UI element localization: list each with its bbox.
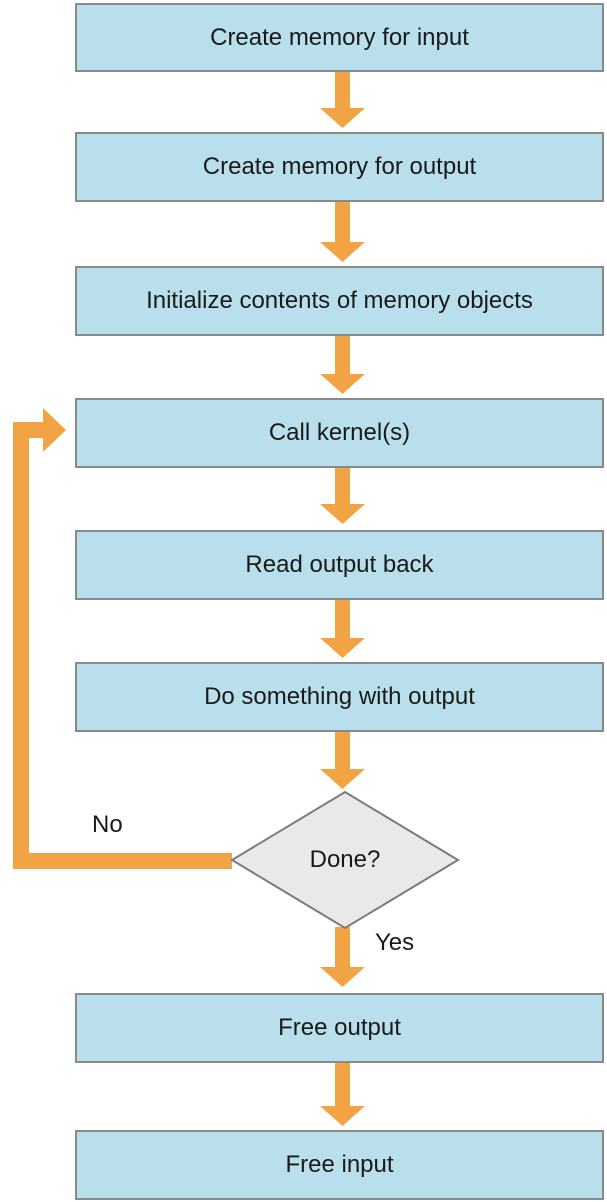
branch-label-no: No <box>92 811 123 838</box>
arrow-down-icon <box>320 72 365 128</box>
decision-label: Done? <box>230 790 460 930</box>
flow-step-label: Initialize contents of memory objects <box>146 287 533 314</box>
arrow-down-icon <box>320 1063 365 1126</box>
flow-step-label: Create memory for output <box>202 153 477 180</box>
flow-step-do-something-with-output: Do something with output <box>75 662 604 732</box>
arrow-down-icon <box>320 336 365 394</box>
flow-step-read-output-back: Read output back <box>75 530 604 600</box>
branch-label-yes: Yes <box>375 929 415 956</box>
flow-step-label: Do something with output <box>204 683 475 710</box>
flow-step-create-memory-output: Create memory for output <box>75 132 604 202</box>
arrow-down-icon <box>320 732 365 789</box>
flow-step-call-kernels: Call kernel(s) <box>75 398 604 468</box>
flow-step-label: Free input <box>285 1151 394 1178</box>
flow-step-create-memory-input: Create memory for input <box>75 3 604 72</box>
flow-step-initialize-memory-objects: Initialize contents of memory objects <box>75 266 604 336</box>
flow-step-label: Create memory for input <box>210 23 469 51</box>
arrow-down-icon <box>320 927 365 987</box>
flow-step-free-input: Free input <box>75 1130 604 1200</box>
arrow-down-icon <box>320 468 365 524</box>
flow-step-label: Free output <box>278 1014 401 1041</box>
decision-diamond <box>230 790 460 930</box>
flow-step-label: Read output back <box>245 551 434 578</box>
flow-step-label: Call kernel(s) <box>268 419 411 446</box>
decision-text: Done? <box>309 846 381 873</box>
arrow-down-icon <box>320 202 365 262</box>
flow-step-free-output: Free output <box>75 993 604 1063</box>
arrow-down-icon <box>320 600 365 658</box>
